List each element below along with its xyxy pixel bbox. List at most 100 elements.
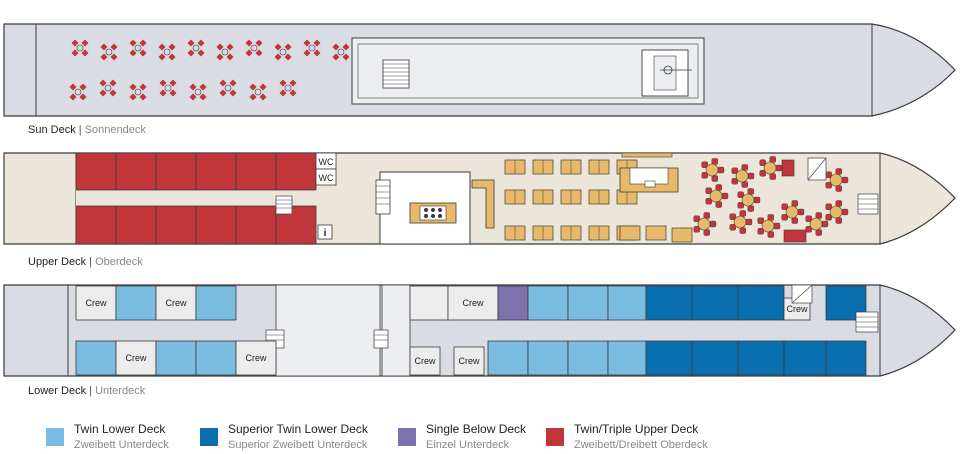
crew-cabin xyxy=(155,285,197,321)
sun-deck-name: Sun Deck xyxy=(28,124,76,136)
lounge-chair xyxy=(805,215,812,222)
sun-chair xyxy=(274,53,282,61)
passenger-cabin xyxy=(195,285,237,321)
sun-table xyxy=(192,44,200,52)
sun-table-set xyxy=(245,39,263,57)
lounge-chair xyxy=(711,158,718,165)
sun-table xyxy=(76,44,84,52)
lounge-chair xyxy=(781,214,788,221)
passenger-cabin xyxy=(195,340,237,376)
crew-cabin xyxy=(115,340,157,376)
lounge-chair xyxy=(757,217,764,224)
title-separator: | xyxy=(89,385,92,397)
sun-table-set xyxy=(159,79,177,97)
lounge-chair xyxy=(705,198,712,205)
dining-table xyxy=(645,225,667,241)
bar-counter xyxy=(471,179,495,229)
passenger-cabin xyxy=(487,340,529,376)
lounge-chair xyxy=(717,166,725,174)
sun-table xyxy=(221,48,229,56)
sun-chair xyxy=(129,39,137,47)
info-icon: i xyxy=(324,228,327,239)
lounge-table xyxy=(705,163,719,177)
sun-chair xyxy=(139,39,147,47)
legend-swatch xyxy=(398,428,416,446)
lounge-table-set xyxy=(729,210,753,234)
sun-chair xyxy=(168,53,176,61)
sun-chair xyxy=(187,49,195,57)
legend-swatch xyxy=(200,428,218,446)
lounge-table-set xyxy=(701,158,725,182)
upper-cabin xyxy=(75,205,117,245)
passenger-cabin xyxy=(115,285,157,321)
sun-table xyxy=(308,44,316,52)
dining-table xyxy=(671,227,693,243)
lounge-chair xyxy=(767,214,774,221)
dining-table xyxy=(619,225,641,241)
passenger-cabin xyxy=(75,340,117,376)
sun-chair xyxy=(189,93,197,101)
crew-label: Crew xyxy=(85,298,107,308)
lounge-chair xyxy=(737,191,744,198)
sun-table-set xyxy=(216,43,234,61)
lounge-chair xyxy=(729,224,736,231)
sun-table-set xyxy=(249,83,267,101)
wc-box-2 xyxy=(315,168,337,186)
lounge-table-set xyxy=(705,184,729,208)
sun-deck-name-de: Sonnendeck xyxy=(84,124,146,136)
sun-chair xyxy=(216,53,224,61)
lounge-chair xyxy=(753,196,761,204)
crew-cabin xyxy=(75,285,117,321)
lounge-table-set xyxy=(805,212,829,236)
crew-cabin xyxy=(447,285,499,321)
crew-cabin xyxy=(235,340,277,376)
sun-chair xyxy=(303,39,311,47)
lounge-table xyxy=(785,205,799,219)
lounge-chair xyxy=(769,173,776,180)
sun-chair xyxy=(289,79,297,87)
lounge-chair xyxy=(715,184,722,191)
lounge-chair xyxy=(835,168,842,175)
sun-chair xyxy=(332,53,340,61)
lounge-table-set xyxy=(731,164,755,188)
crew-label: Crew xyxy=(245,353,267,363)
lounge-chair xyxy=(731,178,738,185)
lower-deck-title: Lower Deck | Unterdeck xyxy=(28,385,145,397)
crew-label: Crew xyxy=(458,356,480,366)
lounge-table xyxy=(709,189,723,203)
lounge-chair xyxy=(825,214,832,221)
lounge-chair xyxy=(715,201,722,208)
legend-label: Superior Twin Lower Deck xyxy=(228,422,368,436)
legend-label-de: Zweibett Unterdeck xyxy=(74,439,169,451)
upper-cabin xyxy=(235,205,277,245)
crew-label: Crew xyxy=(786,304,808,314)
lounge-table-set xyxy=(825,168,849,192)
lounge-chair xyxy=(711,175,718,182)
lounge-table-set xyxy=(759,156,783,180)
title-separator: | xyxy=(78,124,82,136)
sun-chair xyxy=(284,53,292,61)
lounge-chair xyxy=(835,200,842,207)
sun-chair xyxy=(279,89,287,97)
sun-deck-staircase xyxy=(382,59,410,89)
lounge-chair xyxy=(703,229,710,236)
passenger-cabin xyxy=(527,340,569,376)
sun-chair xyxy=(274,43,282,51)
title-separator: | xyxy=(89,256,92,268)
sun-chair xyxy=(197,39,205,47)
upper-cabin xyxy=(195,205,237,245)
sun-chair xyxy=(313,49,321,57)
legend-swatch xyxy=(46,428,64,446)
lounge-table-set xyxy=(825,200,849,224)
sun-chair xyxy=(284,43,292,51)
upper-cabin xyxy=(235,152,277,191)
passenger-cabin xyxy=(645,285,693,321)
upper-stair-aft xyxy=(275,195,293,215)
sun-chair xyxy=(69,83,77,91)
passenger-cabin xyxy=(691,340,739,376)
sun-chair xyxy=(342,53,350,61)
crew-label: Crew xyxy=(462,298,484,308)
sun-table-set xyxy=(303,39,321,57)
lower-deck-name: Lower Deck xyxy=(28,385,87,397)
crew-cabin xyxy=(409,346,441,376)
